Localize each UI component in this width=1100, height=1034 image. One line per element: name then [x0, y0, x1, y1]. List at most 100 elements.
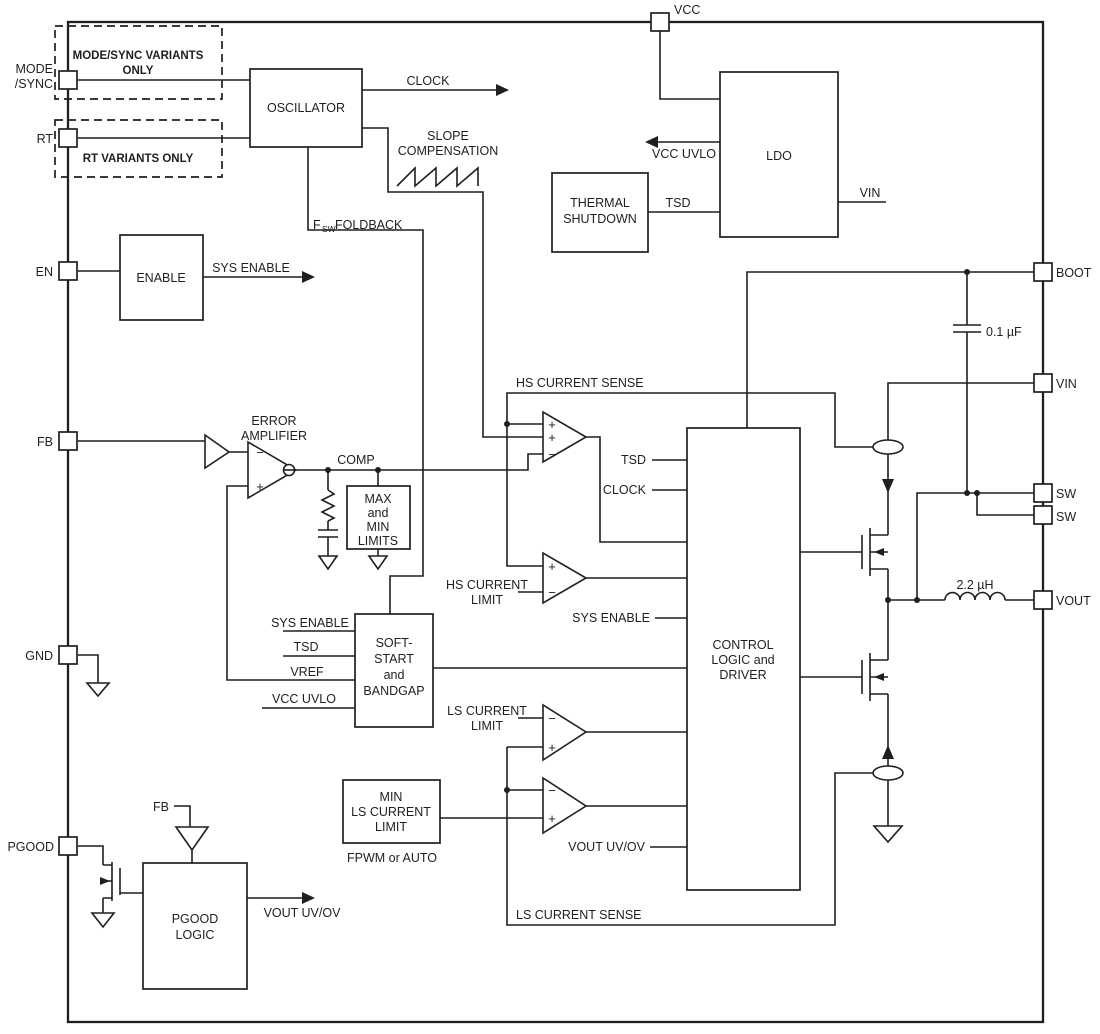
modesync-variants-label-1: MODE/SYNC VARIANTS	[73, 50, 204, 62]
ls-limit-plus: +	[548, 740, 556, 755]
softstart-label-1: SOFT-	[376, 636, 413, 650]
error-amp-plus: +	[256, 479, 264, 494]
pgood-logic-block	[142, 862, 248, 990]
hs-current-limit-comparator	[542, 551, 588, 605]
fpwm-auto-label: FPWM or AUTO	[347, 851, 437, 865]
pin-label-en: EN	[36, 265, 53, 279]
pin-en	[58, 261, 78, 281]
sys-enable-out-label: SYS ENABLE	[212, 261, 290, 275]
sys-enable-arrow-icon	[302, 271, 315, 283]
hs-current-sense-comparator	[542, 410, 588, 464]
junction-dots	[325, 269, 980, 793]
soft-start-bandgap-block	[354, 613, 434, 728]
clock-out-label: CLOCK	[406, 74, 450, 88]
wires-top-right	[648, 31, 1034, 493]
hs-current-direction-arrow-icon	[882, 479, 894, 493]
hs-limit-minus: −	[548, 585, 556, 600]
ldo-label: LDO	[766, 149, 792, 163]
ldo-block	[719, 71, 839, 238]
wires-bottom-left	[78, 654, 302, 913]
oscillator-block	[249, 68, 363, 148]
pin-sw1	[1033, 483, 1053, 503]
sys-enable-in-label: SYS ENABLE	[572, 611, 650, 625]
pin-vout	[1033, 590, 1053, 610]
maxmin-label-2: and	[368, 506, 389, 520]
pin-vcc	[650, 12, 670, 32]
ls-limit-minus: −	[548, 711, 556, 726]
enable-block	[119, 234, 204, 321]
rt-variants-box	[54, 119, 223, 178]
pin-vin	[1033, 373, 1053, 393]
enable-label: ENABLE	[136, 271, 185, 285]
ss-vref-label: VREF	[290, 665, 324, 679]
vin-ldo-label: VIN	[860, 186, 881, 200]
pin-rt	[58, 128, 78, 148]
ss-tsd-label: TSD	[294, 640, 319, 654]
inductor-label: 2.2 µH	[956, 578, 993, 592]
ls-current-sense-label: LS CURRENT SENSE	[516, 908, 642, 922]
ground-icon	[90, 912, 116, 929]
ground-icon	[367, 555, 389, 571]
pin-label-pgood: PGOOD	[7, 840, 54, 854]
hs-mosfet-body-arrow-icon	[874, 548, 884, 556]
wires-top-left	[78, 79, 543, 614]
hs-sense-plus-1: +	[548, 417, 556, 432]
wires-hs-section	[506, 392, 873, 619]
maxmin-label-4: LIMITS	[358, 534, 398, 548]
control-label-2: LOGIC and	[711, 653, 774, 667]
fb-buffer-amp	[204, 433, 231, 470]
pin-sw2	[1033, 505, 1053, 525]
comp-label: COMP	[337, 453, 375, 467]
ls-min-plus: +	[548, 811, 556, 826]
maxmin-label-3: MIN	[367, 520, 390, 534]
inductor-coils	[944, 591, 1006, 601]
pin-label-boot: BOOT	[1056, 266, 1092, 280]
thermal-label-2: SHUTDOWN	[563, 212, 637, 226]
ground-icon	[317, 555, 339, 571]
wires-error-amp	[78, 440, 543, 681]
ground-icon	[872, 825, 904, 844]
fsw-label-sub: SW	[322, 224, 336, 234]
pgood-fb-buffer	[174, 826, 210, 852]
comp-resistor	[320, 489, 336, 522]
clock-in-label: CLOCK	[603, 483, 647, 497]
fsw-label-f: F	[313, 218, 321, 232]
hs-limit-label-1: HS CURRENT	[446, 578, 528, 592]
pin-gnd	[58, 645, 78, 665]
pin-mode-sync	[58, 70, 78, 90]
ss-sys-enable-label: SYS ENABLE	[271, 616, 349, 630]
vcc-uvlo-label: VCC UVLO	[652, 147, 716, 161]
bootstrap-cap-label: 0.1 µF	[986, 325, 1022, 339]
hs-limit-label-2: LIMIT	[471, 593, 503, 607]
vout-uvov-arrow-icon	[302, 892, 315, 904]
wires-power-stage	[800, 454, 1034, 826]
pin-fb	[58, 431, 78, 451]
softstart-label-2: START	[374, 652, 414, 666]
vcc-uvlo-arrow-icon	[645, 136, 658, 148]
error-amp-minus: −	[256, 445, 264, 460]
fb-tap-label: FB	[153, 800, 169, 814]
pin-pgood	[58, 836, 78, 856]
pgood-logic-label-2: LOGIC	[176, 928, 215, 942]
ls-current-direction-arrow-icon	[882, 745, 894, 759]
pin-label-sync: /SYNC	[15, 77, 53, 91]
pin-label-rt: RT	[37, 132, 54, 146]
ground-icon	[85, 682, 111, 698]
ls-mosfet-body-arrow-icon	[874, 673, 884, 681]
min-ls-current-limit-block	[342, 779, 441, 844]
softstart-label-4: BANDGAP	[363, 684, 424, 698]
pgood-mosfet-body-arrow-icon	[100, 877, 110, 885]
clock-arrow-icon	[496, 84, 509, 96]
max-min-limits-block	[346, 485, 411, 550]
error-amp-label-1: ERROR	[251, 414, 296, 428]
ls-min-comparator	[542, 776, 588, 835]
wires-ls-section	[262, 630, 873, 926]
minls-label-1: MIN	[380, 790, 403, 804]
rt-variants-label: RT VARIANTS ONLY	[83, 153, 194, 165]
control-logic-driver-block	[686, 427, 801, 891]
minls-label-2: LS CURRENT	[351, 805, 431, 819]
control-label-3: DRIVER	[719, 668, 766, 682]
ss-vcc-uvlo-label: VCC UVLO	[272, 692, 336, 706]
ls-current-limit-comparator	[542, 703, 588, 762]
